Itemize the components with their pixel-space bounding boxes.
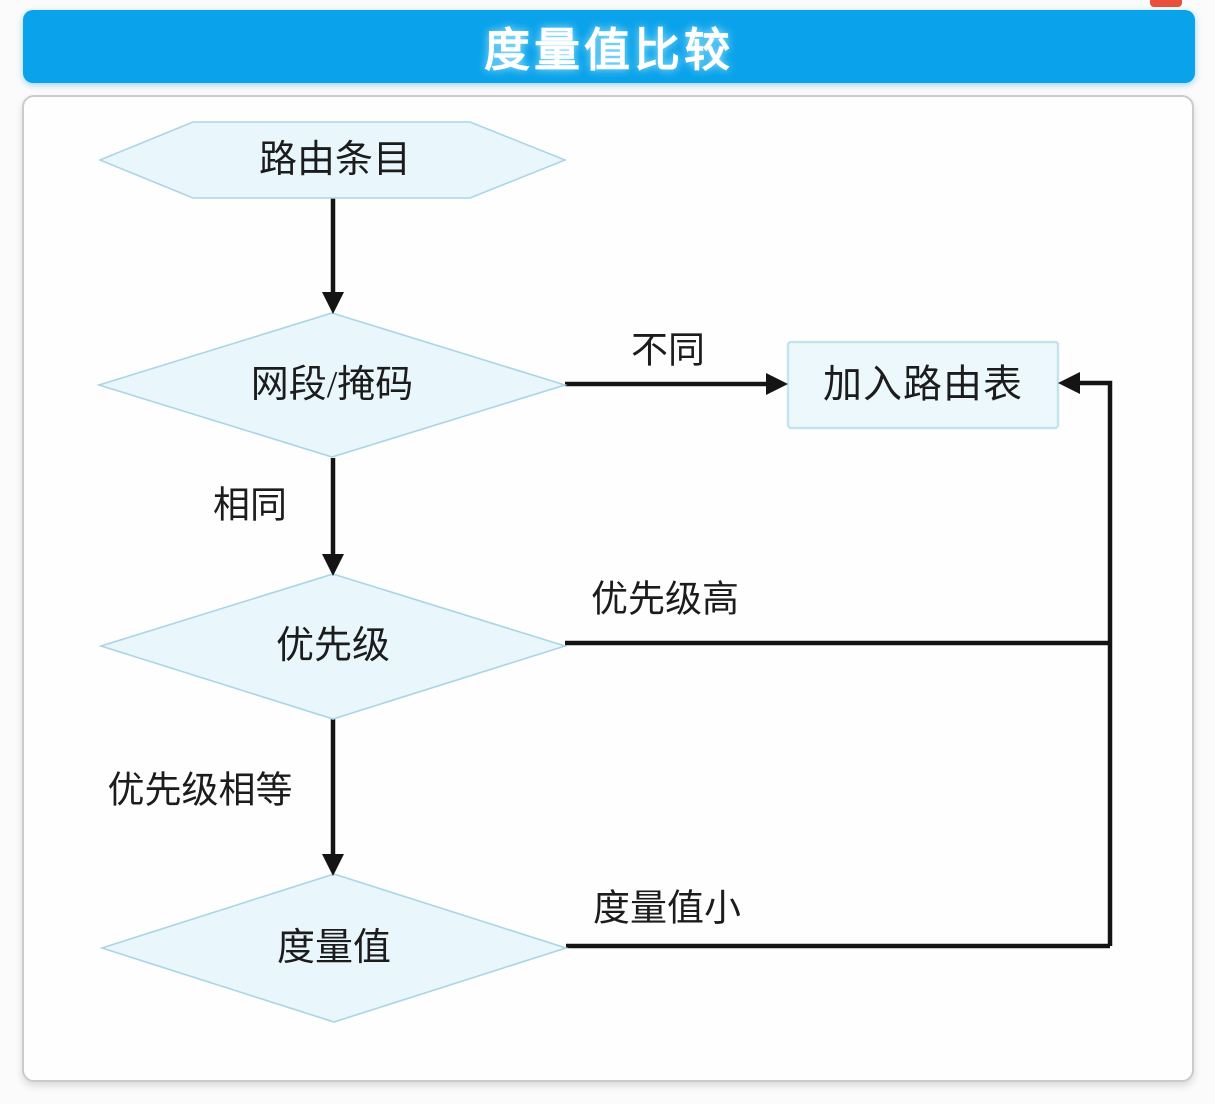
node-metric-label: 度量值 [276, 927, 392, 969]
edge-return-trunk [1071, 380, 1113, 946]
node-metric-shape [99, 873, 569, 1023]
title-bar: 度量值比较 [23, 10, 1195, 83]
arrowhead-down-3 [322, 854, 344, 876]
arrowhead-down-2 [322, 554, 344, 576]
edge-label-priority-high: 优先级高 [591, 579, 739, 621]
node-route-entry-label: 路由条目 [258, 139, 412, 181]
edge-label-priority-equal: 优先级相等 [107, 770, 293, 812]
arrowhead-left-into-rect [1058, 372, 1080, 394]
connector-lines [330, 198, 1113, 949]
arrowhead-down-1 [322, 292, 344, 314]
node-add-to-table-shape [786, 340, 1060, 430]
node-add-to-table-label: 加入路由表 [822, 363, 1024, 407]
page-title: 度量值比较 [484, 24, 734, 76]
node-route-entry-shape [97, 121, 568, 199]
node-segment-mask-shape [96, 312, 568, 458]
arrowheads [322, 292, 1080, 876]
edge-label-metric-small: 度量值小 [593, 888, 741, 930]
node-segment-mask-label: 网段/掩码 [250, 364, 414, 406]
edge-label-different: 不同 [631, 330, 705, 372]
red-fragment-decoration [1150, 0, 1182, 7]
node-priority-label: 优先级 [275, 625, 391, 667]
edge-label-same: 相同 [213, 485, 287, 527]
node-priority-shape [98, 573, 568, 720]
arrowhead-right-into-rect [766, 373, 788, 395]
